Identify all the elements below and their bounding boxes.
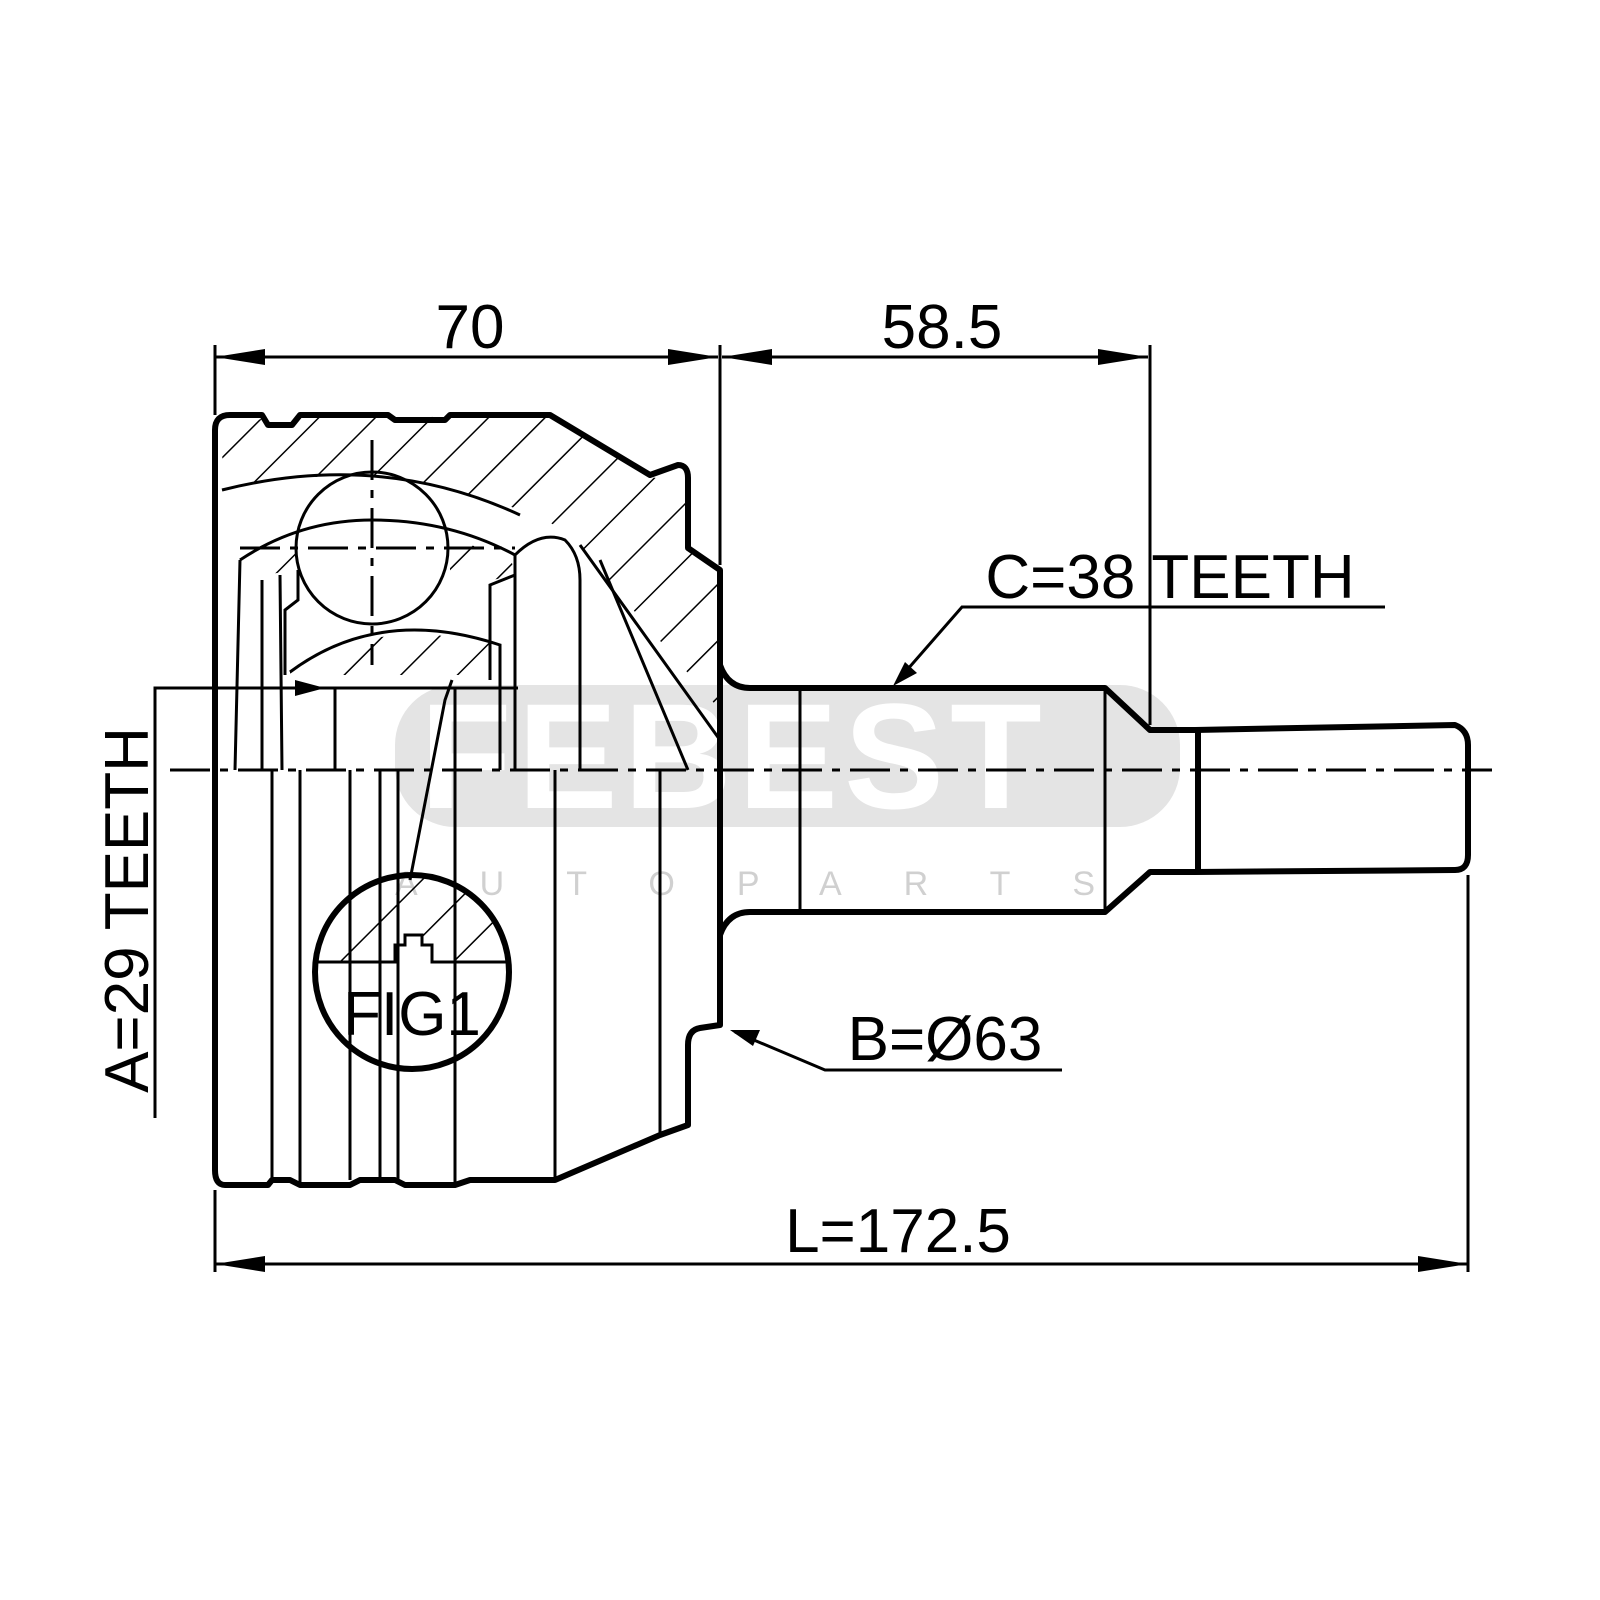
callout-c: C=38 TEETH <box>893 543 1385 686</box>
watermark: FEBEST AUTOPARTS <box>395 672 1180 903</box>
track-curve <box>513 535 722 770</box>
cage-hatch-right <box>450 540 515 585</box>
housing-outline <box>212 412 723 1188</box>
dim-70: 70 <box>215 293 718 365</box>
housing-inner-curve <box>221 473 521 517</box>
abs-ring-label: B=Ø63 <box>848 1005 1043 1074</box>
inner-race-hatch <box>290 634 500 675</box>
track-line <box>598 559 690 771</box>
cage-hatch-left <box>238 540 296 578</box>
inner-spline-label: A=29 TEETH <box>93 727 162 1093</box>
watermark-brand: FEBEST <box>420 672 1048 840</box>
fig1-label: FIG1 <box>343 980 481 1049</box>
dim-70-label: 70 <box>436 293 505 362</box>
dim-58-5: 58.5 <box>722 293 1148 365</box>
watermark-subtitle: AUTOPARTS <box>395 865 1157 903</box>
dim-58-5-label: 58.5 <box>882 293 1003 362</box>
cage-outline <box>233 518 517 771</box>
outer-spline-label: C=38 TEETH <box>985 543 1354 612</box>
shaft-outline <box>717 663 1471 937</box>
housing-lower-lines <box>270 688 662 1185</box>
callout-b: B=Ø63 <box>730 1005 1062 1074</box>
total-length-label: L=172.5 <box>785 1197 1011 1266</box>
housing-section-hatch <box>220 415 720 710</box>
callout-a: A=29 TEETH <box>93 680 518 1118</box>
dim-total-length: L=172.5 <box>215 1197 1468 1272</box>
inner-race-outline <box>289 560 517 770</box>
fig1-detail: FIG1 <box>312 872 512 1072</box>
extension-lines <box>213 345 1470 1272</box>
